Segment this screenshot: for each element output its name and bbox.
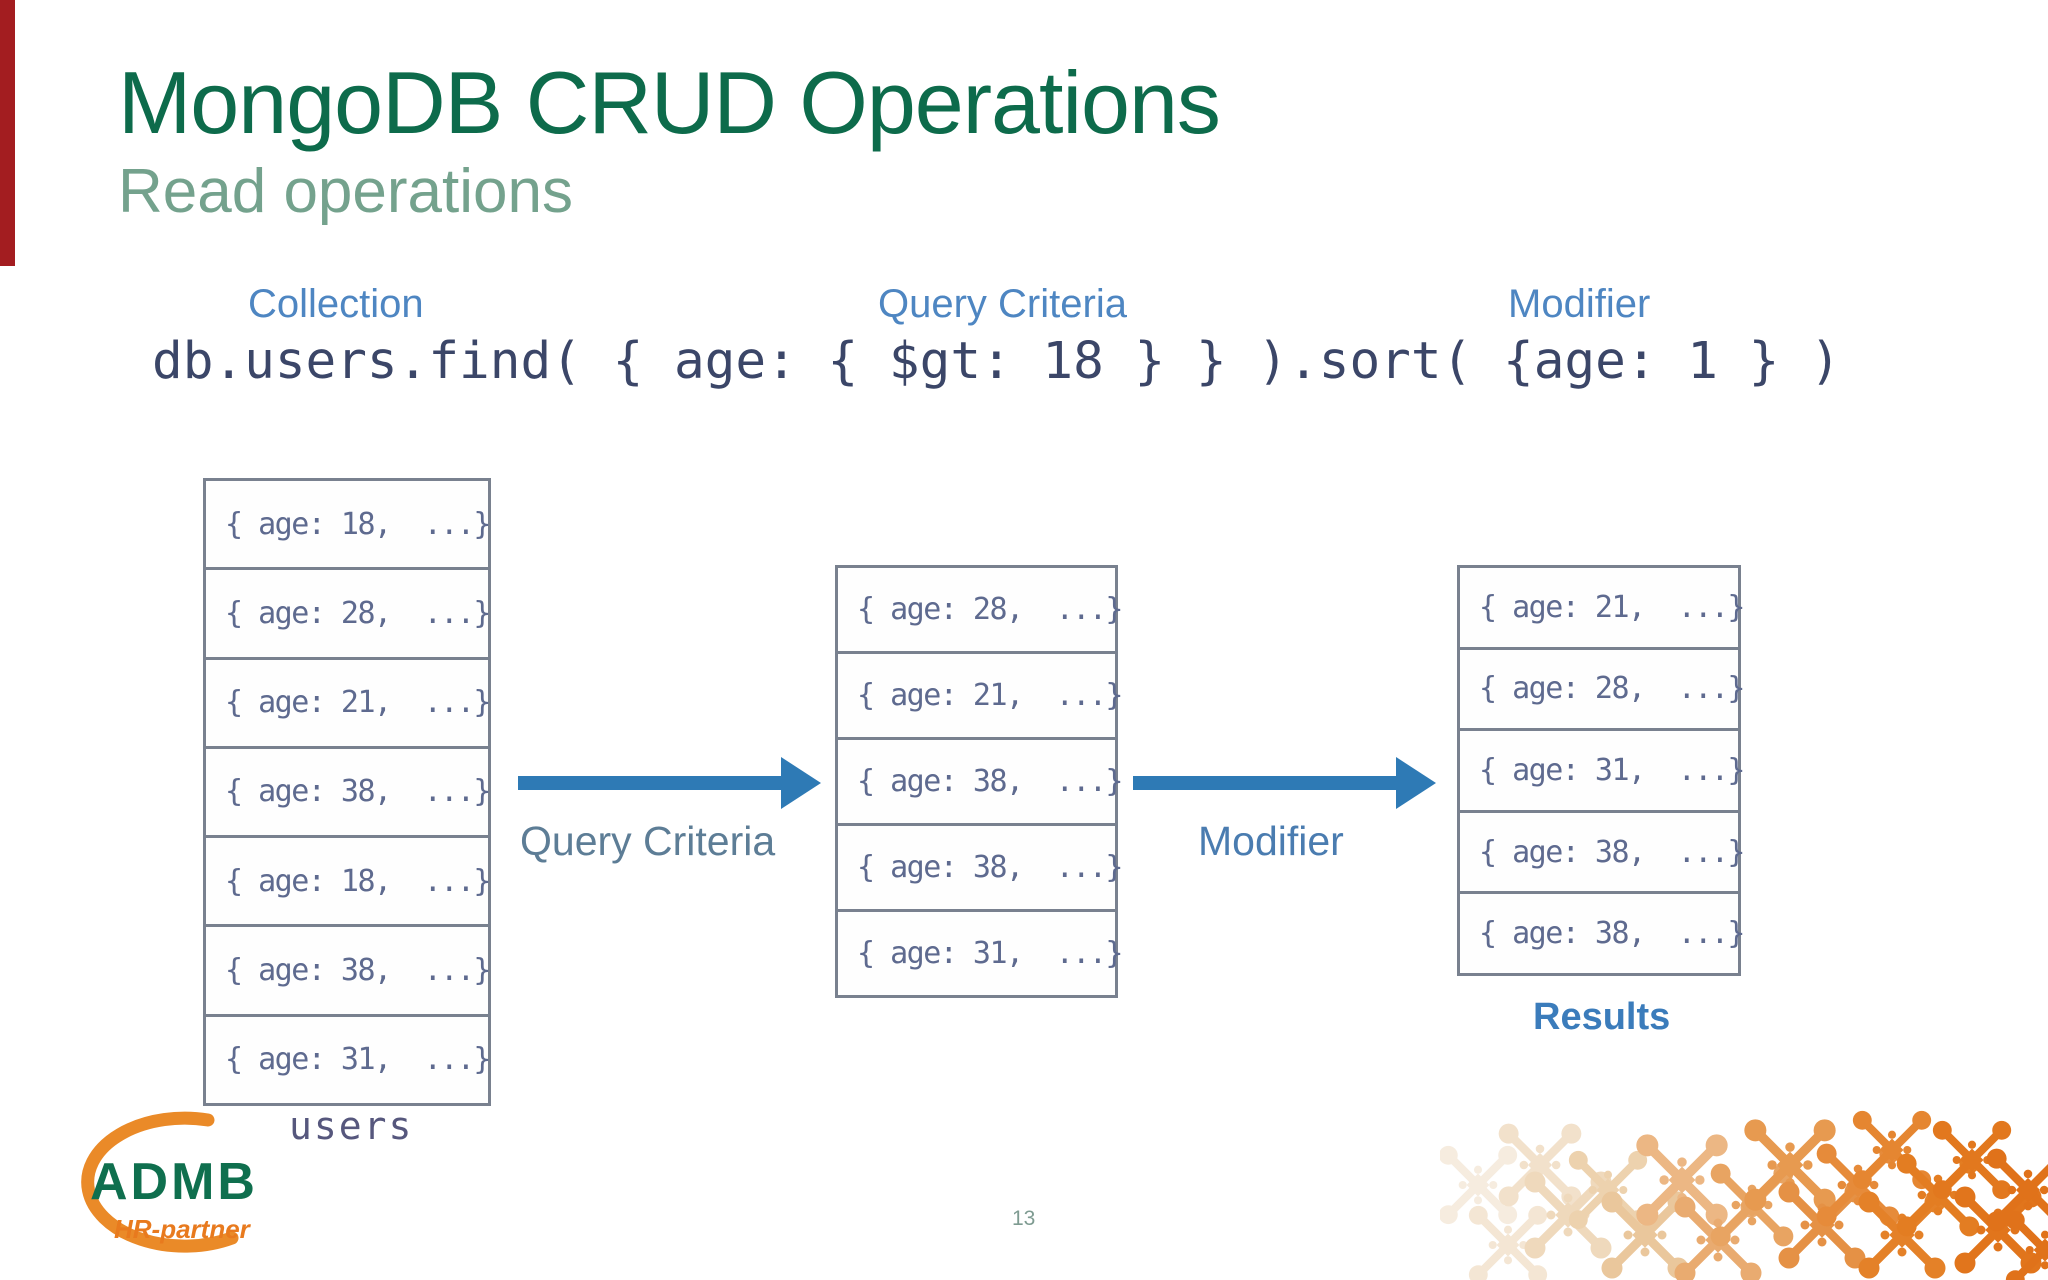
- table-row: { age: 21, ...}: [838, 651, 1123, 737]
- code-label-modifier: Modifier: [1508, 282, 1651, 326]
- slide-title: MongoDB CRUD Operations: [118, 53, 1221, 152]
- table-row: { age: 28, ...}: [857, 592, 1123, 627]
- table-row: { age: 18, ...}: [206, 835, 491, 924]
- logo-text: ADMB: [90, 1153, 258, 1211]
- logo-tagline: HR-partner: [114, 1214, 250, 1244]
- query-criteria-arrow-label: Query Criteria: [520, 818, 776, 864]
- table-row: { age: 31, ...}: [838, 909, 1123, 995]
- left-accent-bar: [0, 0, 15, 266]
- table-row: { age: 31, ...}: [206, 1013, 491, 1103]
- users-collection-table: { age: 18, ...} { age: 28, ...}{ age: 21,…: [203, 478, 491, 1106]
- code-label-query-criteria: Query Criteria: [878, 282, 1127, 326]
- table-row: { age: 28, ...}: [1460, 646, 1745, 729]
- users-table-label: users: [289, 1104, 414, 1148]
- modifier-arrow-label: Modifier: [1198, 818, 1344, 864]
- table-row: { age: 38, ...}: [1460, 809, 1745, 892]
- table-row: { age: 38, ...}: [206, 745, 491, 835]
- slide-subtitle: Read operations: [118, 157, 573, 226]
- modifier-arrow: [1133, 757, 1436, 809]
- table-row: { age: 28, ...}: [206, 567, 491, 656]
- table-row: { age: 21, ...}: [206, 656, 491, 746]
- table-row: { age: 18, ...}: [225, 506, 491, 542]
- filtered-documents-table: { age: 28, ...}{ age: 21, ...}{ age: 38,…: [835, 565, 1123, 998]
- code-label-collection: Collection: [248, 282, 424, 326]
- table-row: { age: 38, ...}: [206, 924, 491, 1013]
- admb-logo: ADMB HR-partner: [28, 1106, 268, 1261]
- table-row: { age: 21, ...}: [1479, 589, 1745, 625]
- table-row: { age: 38, ...}: [1460, 891, 1745, 973]
- results-table-label: Results: [1533, 996, 1671, 1038]
- table-row: { age: 31, ...}: [1460, 728, 1745, 810]
- table-row: { age: 38, ...}: [838, 737, 1123, 823]
- logo-arc-icon: [81, 1111, 239, 1253]
- mongodb-query-code: db.users.find( { age: { $gt: 18 } } ).so…: [152, 332, 1841, 391]
- page-number: 13: [1012, 1207, 1036, 1230]
- results-table: { age: 21, ...} { age: 28, ...}{ age: 31,…: [1457, 565, 1745, 976]
- table-row: { age: 38, ...}: [838, 823, 1123, 909]
- query-criteria-arrow: [518, 757, 821, 809]
- molecule-pattern-decoration: [1440, 1085, 2048, 1280]
